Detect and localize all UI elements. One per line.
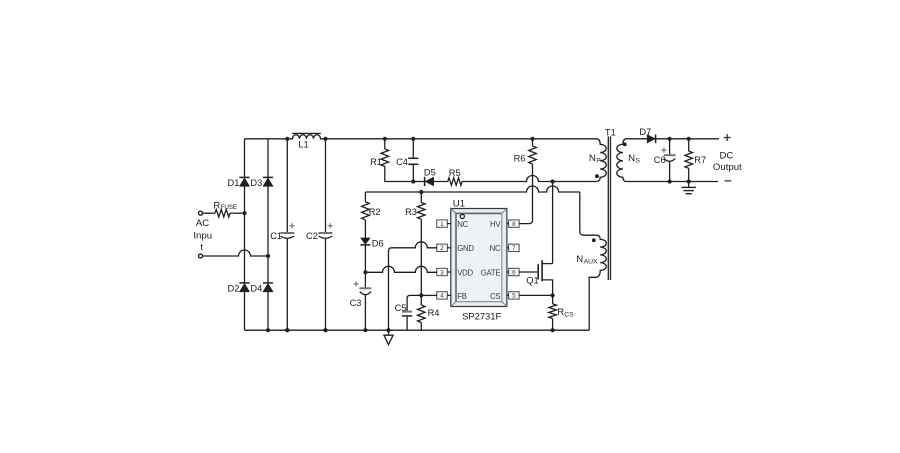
svg-text:DC: DC [720,150,734,161]
svg-text:T1: T1 [605,127,616,137]
svg-text:C1: C1 [270,231,282,241]
svg-text:t: t [200,242,203,253]
svg-text:C6: C6 [654,155,666,165]
svg-text:Output: Output [713,162,742,173]
svg-text:3: 3 [440,269,444,276]
svg-text:GND: GND [457,244,474,253]
svg-text:C5: C5 [395,303,407,313]
svg-text:Inpu: Inpu [193,230,212,241]
svg-text:L1: L1 [298,140,308,150]
svg-text:C3: C3 [350,298,362,308]
svg-text:P: P [596,158,601,165]
svg-text:D1: D1 [228,178,240,188]
svg-text:FB: FB [457,292,467,301]
svg-text:R1: R1 [370,157,382,167]
svg-text:R: R [213,201,220,212]
svg-text:R2: R2 [369,207,381,217]
svg-text:R5: R5 [449,168,461,178]
svg-text:FUSE: FUSE [221,204,237,211]
svg-text:VDD: VDD [457,268,473,277]
svg-text:8: 8 [512,221,516,228]
svg-text:2: 2 [440,245,444,252]
svg-text:NC: NC [457,220,468,229]
svg-text:D6: D6 [372,238,384,248]
svg-text:7: 7 [512,245,516,252]
svg-text:C4: C4 [396,157,408,167]
svg-text:U1: U1 [453,198,465,209]
svg-text:CS: CS [564,312,574,319]
svg-text:GATE: GATE [481,268,501,277]
svg-text:R4: R4 [428,308,440,318]
svg-text:4: 4 [440,293,444,300]
svg-text:N: N [589,153,596,164]
svg-text:SP2731F: SP2731F [462,310,501,321]
svg-text:C2: C2 [306,231,318,241]
svg-text:AUX: AUX [584,259,598,266]
svg-text:R3: R3 [405,207,417,217]
svg-text:1: 1 [440,221,444,228]
svg-text:N: N [628,153,635,164]
svg-text:AC: AC [196,218,209,229]
svg-text:R: R [557,307,564,318]
svg-text:NC: NC [490,244,501,253]
svg-text:CS: CS [490,292,500,301]
svg-text:Q1: Q1 [526,275,538,285]
svg-text:HV: HV [490,220,501,229]
svg-text:D2: D2 [228,284,240,294]
svg-text:D7: D7 [639,127,651,137]
svg-text:5: 5 [512,293,516,300]
svg-text:6: 6 [512,269,516,276]
svg-text:S: S [635,158,640,165]
svg-text:D3: D3 [250,178,262,188]
svg-text:D4: D4 [250,284,262,294]
svg-text:N: N [576,254,583,265]
svg-text:R6: R6 [514,153,526,163]
svg-text:R7: R7 [694,155,706,165]
svg-text:D5: D5 [424,168,436,178]
